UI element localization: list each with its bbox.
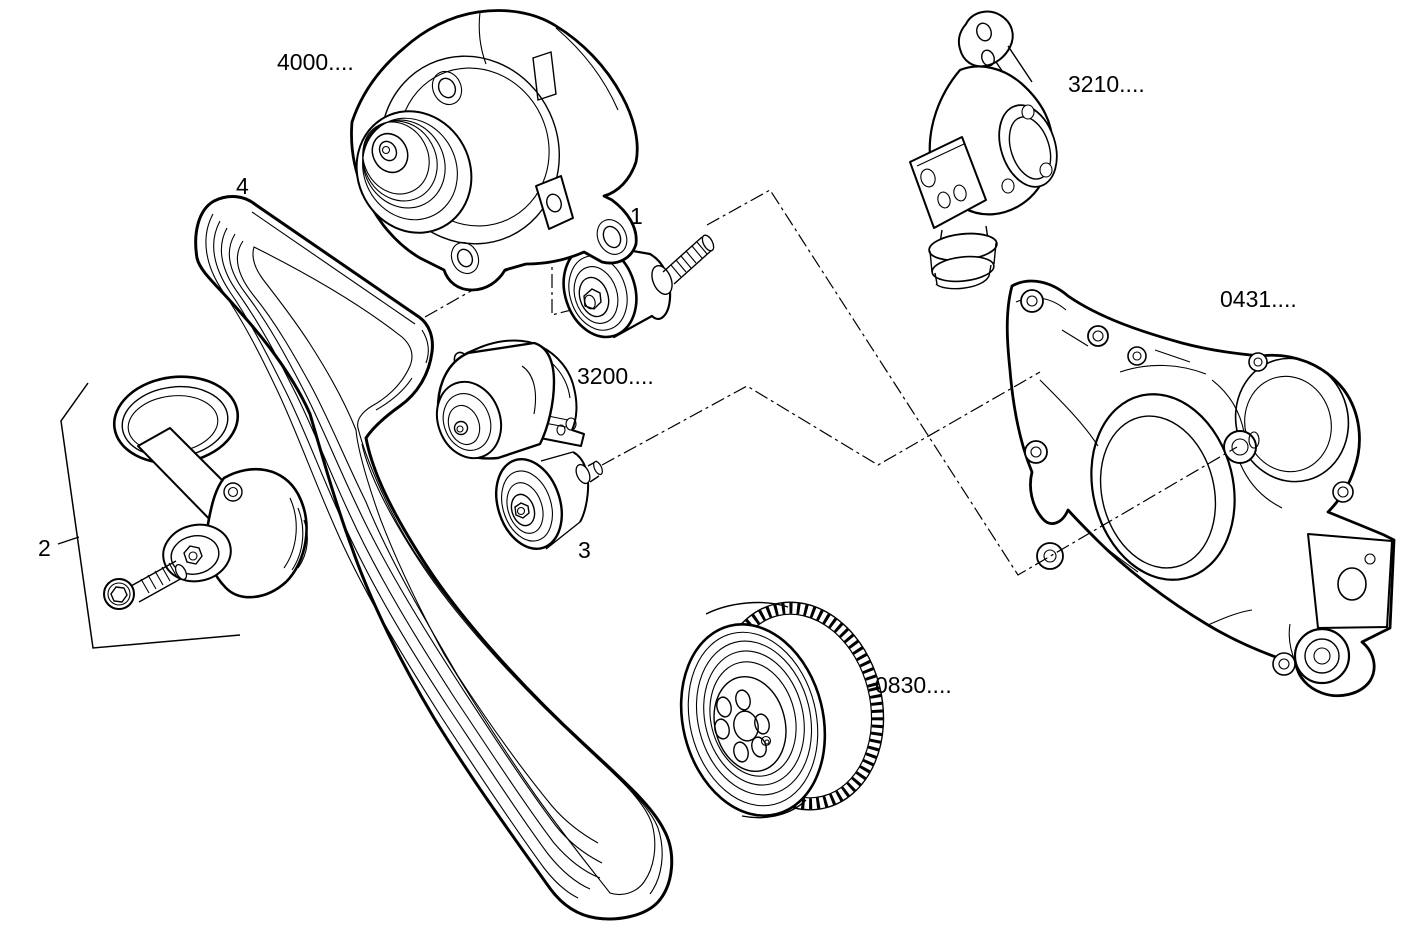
- tensioner-3200-drawing: [435, 339, 585, 460]
- crankshaft-pulley-drawing: [679, 601, 885, 819]
- hex-socket: [110, 586, 128, 603]
- hex-socket: [183, 545, 203, 565]
- hex-bolt-head: [583, 288, 602, 310]
- belt-inner-edge: [252, 246, 656, 896]
- belt-rib: [205, 213, 579, 899]
- part-label-4000[interactable]: 4000....: [277, 49, 354, 75]
- toothed-ring: [716, 602, 884, 810]
- belt-rib: [236, 240, 599, 844]
- part-label-0431[interactable]: 0431....: [1220, 286, 1297, 312]
- centerline-idler-1-to-cover: [706, 189, 1238, 576]
- part-labels: 4000.... 4 1 3200.... 3 2 0830.... 3210.…: [38, 49, 1297, 698]
- part-label-0830[interactable]: 0830....: [875, 672, 952, 698]
- hex-bolt-head: [514, 502, 530, 519]
- part-label-3200[interactable]: 3200....: [577, 363, 654, 389]
- belt-tensioner-2-drawing: [57, 375, 308, 649]
- part-label-2[interactable]: 2: [38, 535, 51, 561]
- thermostat-housing-drawing: [909, 10, 1058, 290]
- alternator-drawing: [350, 9, 639, 292]
- part-label-1[interactable]: 1: [630, 203, 643, 229]
- tensioner-bolt-drawing: [103, 560, 188, 610]
- part-label-3210[interactable]: 3210....: [1068, 71, 1145, 97]
- belt-outline: [194, 195, 674, 921]
- part-label-3[interactable]: 3: [578, 537, 591, 563]
- belt-drawing: [194, 195, 674, 921]
- part-label-4[interactable]: 4: [236, 173, 249, 199]
- belt-rib: [213, 220, 591, 890]
- group-bracket-lines: [60, 382, 241, 649]
- centerline-idler-3-to-cover: [601, 371, 1041, 466]
- label-2-leader: [57, 536, 80, 545]
- belt-rib: [220, 227, 601, 879]
- belt-rib: [228, 233, 603, 864]
- idler-pulley-1-drawing: [562, 234, 715, 339]
- front-cover-drawing: [1005, 279, 1396, 698]
- idler-pulley-3-drawing: [495, 451, 603, 550]
